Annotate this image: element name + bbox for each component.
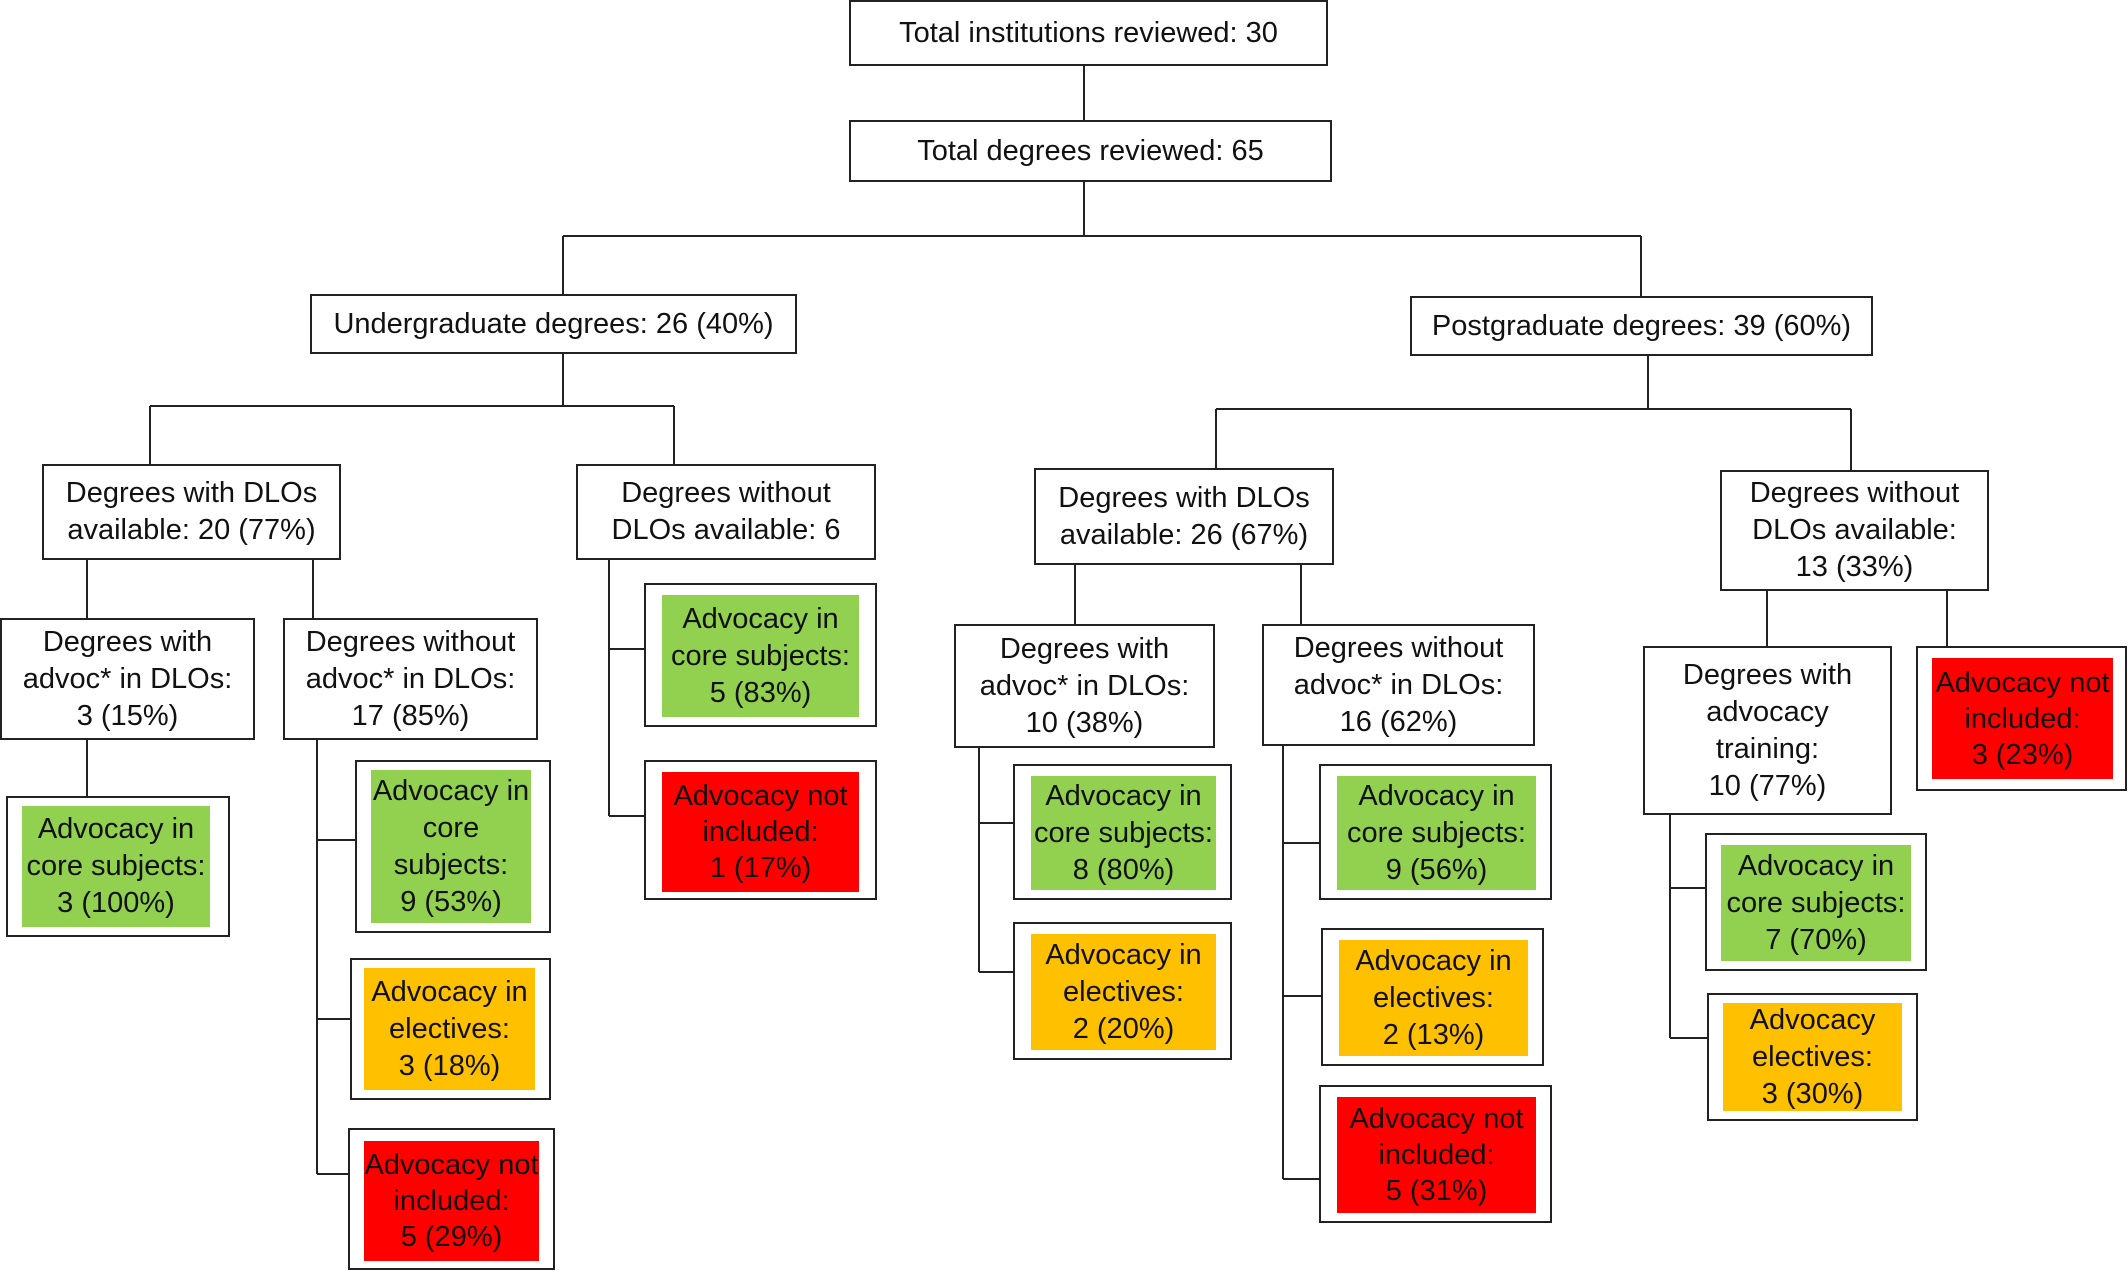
ug-without-advoc-core-text: Advocacy in core subjects: 9 (53%) bbox=[372, 774, 530, 918]
pg-without-dlos-not-included-box: Advocacy not included: 3 (23%) bbox=[1932, 658, 2113, 779]
pg-with-training-core-box: Advocacy in core subjects: 7 (70%) bbox=[1721, 845, 1911, 961]
ug-without-advoc-not-included-frame: Advocacy not included: 5 (29%) bbox=[348, 1128, 555, 1270]
ug-without-advoc-electives-frame: Advocacy in electives: 3 (18%) bbox=[350, 958, 551, 1100]
ug-with-advoc-core-box: Advocacy in core subjects: 3 (100%) bbox=[22, 806, 210, 927]
ug-without-advoc-core-box: Advocacy in core subjects: 9 (53%) bbox=[371, 770, 531, 923]
pg-without-advoc-electives-text: Advocacy in electives: 2 (13%) bbox=[1355, 944, 1512, 1051]
undergraduate-text: Undergraduate degrees: 26 (40%) bbox=[333, 307, 774, 340]
undergraduate-box: Undergraduate degrees: 26 (40%) bbox=[310, 294, 797, 354]
pg-without-advoc-not-included-box: Advocacy not included: 5 (31%) bbox=[1337, 1097, 1536, 1213]
pg-with-advoc-core-box: Advocacy in core subjects: 8 (80%) bbox=[1031, 776, 1216, 890]
ug-with-dlos-text: Degrees with DLOs available: 20 (77%) bbox=[65, 477, 318, 546]
postgraduate-box: Postgraduate degrees: 39 (60%) bbox=[1410, 296, 1873, 356]
pg-without-advoc-electives-frame: Advocacy in electives: 2 (13%) bbox=[1321, 928, 1544, 1066]
total-degrees-box: Total degrees reviewed: 65 bbox=[849, 120, 1332, 182]
pg-without-advoc-box: Degrees without advoc* in DLOs: 16 (62%) bbox=[1262, 624, 1535, 746]
pg-without-advoc-not-included-text: Advocacy not included: 5 (31%) bbox=[1349, 1103, 1524, 1207]
pg-with-training-box: Degrees with advocacy training: 10 (77%) bbox=[1643, 646, 1892, 815]
pg-with-advoc-electives-frame: Advocacy in electives: 2 (20%) bbox=[1013, 922, 1232, 1060]
ug-without-dlos-not-included-box: Advocacy not included: 1 (17%) bbox=[662, 772, 859, 892]
pg-with-advoc-electives-text: Advocacy in electives: 2 (20%) bbox=[1045, 938, 1202, 1045]
pg-with-dlos-text: Degrees with DLOs available: 26 (67%) bbox=[1058, 481, 1310, 551]
pg-without-advoc-core-text: Advocacy in core subjects: 9 (56%) bbox=[1347, 779, 1526, 886]
ug-without-dlos-not-included-frame: Advocacy not included: 1 (17%) bbox=[644, 760, 877, 900]
ug-with-advoc-box: Degrees with advoc* in DLOs: 3 (15%) bbox=[0, 618, 255, 740]
ug-without-dlos-core-text: Advocacy in core subjects: 5 (83%) bbox=[671, 602, 850, 709]
total-degrees-text: Total degrees reviewed: 65 bbox=[917, 134, 1264, 167]
ug-without-advoc-electives-text: Advocacy in electives: 3 (18%) bbox=[371, 975, 528, 1082]
ug-with-advoc-core-frame: Advocacy in core subjects: 3 (100%) bbox=[6, 796, 230, 937]
pg-without-dlos-text: Degrees without DLOs available: 13 (33%) bbox=[1749, 477, 1960, 583]
pg-without-advoc-not-included-frame: Advocacy not included: 5 (31%) bbox=[1319, 1085, 1552, 1223]
pg-with-training-text: Degrees with advocacy training: 10 (77%) bbox=[1682, 658, 1853, 802]
pg-with-training-electives-box: Advocacy electives: 3 (30%) bbox=[1723, 1003, 1902, 1111]
ug-without-advoc-core-frame: Advocacy in core subjects: 9 (53%) bbox=[355, 760, 551, 933]
ug-without-dlos-core-frame: Advocacy in core subjects: 5 (83%) bbox=[644, 583, 877, 727]
pg-without-dlos-not-included-frame: Advocacy not included: 3 (23%) bbox=[1916, 646, 2127, 791]
ug-without-dlos-core-box: Advocacy in core subjects: 5 (83%) bbox=[662, 595, 859, 717]
pg-with-advoc-core-frame: Advocacy in core subjects: 8 (80%) bbox=[1013, 764, 1232, 900]
ug-without-advoc-electives-box: Advocacy in electives: 3 (18%) bbox=[364, 968, 535, 1090]
pg-without-advoc-core-box: Advocacy in core subjects: 9 (56%) bbox=[1337, 776, 1536, 890]
ug-with-advoc-core-text: Advocacy in core subjects: 3 (100%) bbox=[26, 813, 206, 919]
pg-without-advoc-electives-box: Advocacy in electives: 2 (13%) bbox=[1339, 940, 1528, 1056]
total-institutions-text: Total institutions reviewed: 30 bbox=[899, 16, 1278, 49]
pg-without-dlos-not-included-text: Advocacy not included: 3 (23%) bbox=[1935, 666, 2110, 771]
pg-with-advoc-core-text: Advocacy in core subjects: 8 (80%) bbox=[1034, 779, 1213, 886]
ug-without-advoc-not-included-text: Advocacy not included: 5 (29%) bbox=[364, 1149, 539, 1253]
total-institutions-box: Total institutions reviewed: 30 bbox=[849, 0, 1328, 66]
ug-with-advoc-text: Degrees with advoc* in DLOs: 3 (15%) bbox=[22, 625, 233, 732]
pg-with-training-core-frame: Advocacy in core subjects: 7 (70%) bbox=[1705, 833, 1927, 971]
ug-with-dlos-box: Degrees with DLOs available: 20 (77%) bbox=[42, 464, 341, 560]
ug-without-dlos-not-included-text: Advocacy not included: 1 (17%) bbox=[673, 780, 848, 884]
pg-with-advoc-box: Degrees with advoc* in DLOs: 10 (38%) bbox=[954, 624, 1215, 748]
ug-without-advoc-box: Degrees without advoc* in DLOs: 17 (85%) bbox=[283, 618, 538, 740]
pg-with-training-core-text: Advocacy in core subjects: 7 (70%) bbox=[1726, 849, 1906, 956]
pg-with-advoc-text: Degrees with advoc* in DLOs: 10 (38%) bbox=[979, 632, 1190, 739]
pg-with-training-electives-text: Advocacy electives: 3 (30%) bbox=[1749, 1003, 1876, 1110]
ug-without-advoc-text: Degrees without advoc* in DLOs: 17 (85%) bbox=[305, 625, 516, 732]
ug-without-dlos-box: Degrees without DLOs available: 6 bbox=[576, 464, 876, 560]
pg-without-advoc-core-frame: Advocacy in core subjects: 9 (56%) bbox=[1319, 764, 1552, 900]
pg-with-advoc-electives-box: Advocacy in electives: 2 (20%) bbox=[1031, 934, 1216, 1050]
ug-without-dlos-text: Degrees without DLOs available: 6 bbox=[611, 477, 841, 546]
pg-without-advoc-text: Degrees without advoc* in DLOs: 16 (62%) bbox=[1293, 631, 1504, 738]
pg-with-dlos-box: Degrees with DLOs available: 26 (67%) bbox=[1034, 468, 1334, 565]
pg-with-training-electives-frame: Advocacy electives: 3 (30%) bbox=[1707, 993, 1918, 1121]
pg-without-dlos-box: Degrees without DLOs available: 13 (33%) bbox=[1720, 470, 1989, 591]
ug-without-advoc-not-included-box: Advocacy not included: 5 (29%) bbox=[364, 1141, 539, 1261]
postgraduate-text: Postgraduate degrees: 39 (60%) bbox=[1431, 309, 1852, 342]
